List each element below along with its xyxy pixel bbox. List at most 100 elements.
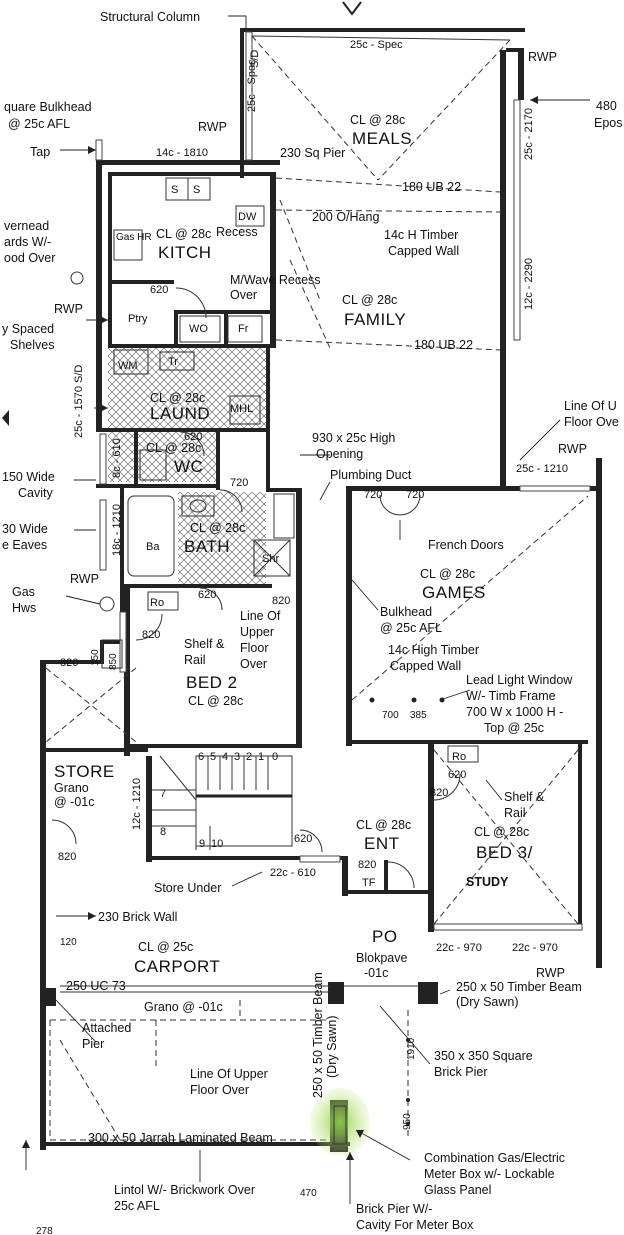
- note-overhead-1: vernead: [4, 219, 49, 233]
- dim-2290: 12c - 2290: [523, 258, 535, 310]
- note-bulkhead-1: quare Bulkhead: [4, 100, 92, 114]
- bed3-subname: STUDY: [466, 875, 509, 889]
- dim-620-kitchen: 620: [150, 284, 168, 296]
- dimension-labels: 25c - Spec 25c - Spec S/D 25c - 2170 12c…: [36, 39, 568, 1235]
- note-gas-hws-1: Gas: [12, 585, 35, 599]
- note-lead-light-4: Top @ 25c: [484, 721, 544, 735]
- store-floor: Grano: [54, 781, 89, 795]
- dim-820-upper: 820: [272, 595, 290, 607]
- games-ceiling: CL @ 28c: [420, 567, 475, 581]
- note-cavity-pier-2: Cavity For Meter Box: [356, 1218, 474, 1232]
- meter-box-highlight: [310, 1088, 370, 1156]
- note-line-upper-r1: Line Of U: [564, 399, 617, 413]
- note-mwave-2: Over: [230, 288, 257, 302]
- stair-8: 8: [160, 826, 166, 838]
- note-lead-light-3: 700 W x 1000 H -: [466, 705, 563, 719]
- annotations: Structural Column quare Bulkhead @ 25c A…: [2, 10, 623, 1232]
- dim-spec-top: 25c - Spec: [350, 39, 403, 51]
- robe-bed2: Ro: [150, 597, 164, 609]
- stair-0: 0: [272, 751, 278, 763]
- note-rwp-left: RWP: [54, 302, 83, 316]
- note-shelf-rail-b3-2: Rail: [504, 806, 526, 820]
- meals-ceiling: CL @ 28c: [350, 113, 405, 127]
- bed2-name: BED 2: [186, 673, 238, 692]
- note-epos-2: Epos: [594, 116, 623, 130]
- bath-tub: Ba: [146, 541, 160, 553]
- stair-2: 2: [246, 751, 252, 763]
- arrow-heads: [22, 96, 538, 1160]
- note-cavity-1: 150 Wide: [2, 470, 55, 484]
- note-brick-wall: 230 Brick Wall: [98, 910, 177, 924]
- note-jarrah-beam: 300 x 50 Jarrah Laminated Beam: [88, 1131, 273, 1145]
- games-name: GAMES: [422, 583, 486, 602]
- note-line-upper-r2: Floor Ove: [564, 415, 619, 429]
- carport-ceiling: CL @ 25c: [138, 940, 193, 954]
- dim-1210-left: 18c - 1210: [111, 504, 123, 556]
- kitchen-name: KITCH: [158, 243, 212, 262]
- note-opening-1: 930 x 25c High: [312, 431, 395, 445]
- dim-2170: 25c - 2170: [523, 108, 535, 160]
- note-line-upper-4: Over: [240, 657, 267, 671]
- stair-5: 5: [210, 751, 216, 763]
- laundry-tiles: [108, 347, 268, 429]
- section-marker-icon: [2, 410, 9, 426]
- store-floor-level: @ -01c: [54, 795, 94, 809]
- note-o-hang: 200 O/Hang: [312, 210, 379, 224]
- laundry-name: LAUND: [150, 404, 210, 423]
- meals-ceiling-lines: [251, 35, 511, 351]
- fixture-outlines: [70, 177, 479, 763]
- note-rwp-left2: RWP: [70, 572, 99, 586]
- note-timber-beam-1: 250 x 50 Timber Beam: [456, 980, 582, 994]
- stair-10: 10: [211, 838, 223, 850]
- porch-floor-level: -01c: [364, 966, 388, 980]
- bath-ceiling: CL @ 28c: [190, 521, 245, 535]
- note-cavity-2: Cavity: [18, 486, 53, 500]
- note-shelf-rail-b3-1: Shelf &: [504, 790, 545, 804]
- laundry-ceiling: CL @ 28c: [150, 391, 205, 405]
- dim-385: 385: [410, 710, 427, 721]
- dim-820-left: 820: [60, 657, 78, 669]
- sink-1: S: [171, 184, 178, 196]
- tf: TF: [362, 877, 376, 889]
- note-timber-beam-v1: 250 x 50 Timber Beam: [311, 972, 325, 1098]
- note-line-upper-1: Line Of: [240, 609, 281, 623]
- dim-150: 150: [90, 649, 101, 666]
- windows: [95, 31, 591, 931]
- family-name: FAMILY: [344, 310, 406, 329]
- wc-name: WC: [174, 457, 203, 476]
- dim-820-store: 820: [58, 851, 76, 863]
- meals-name: MEALS: [352, 129, 412, 148]
- note-overhead-3: ood Over: [4, 251, 55, 265]
- note-epos-1: 480: [596, 99, 617, 113]
- stair-1: 1: [258, 751, 264, 763]
- note-lead-light-1: Lead Light Window: [466, 673, 573, 687]
- door-swings: [51, 287, 461, 889]
- dim-950: 950: [402, 1113, 413, 1130]
- note-bulkhead-2: @ 25c AFL: [8, 117, 70, 131]
- carport-floor: Grano @ -01c: [144, 1000, 223, 1014]
- note-uc-73: 250 UC 73: [66, 979, 126, 993]
- meter-box: [333, 1105, 347, 1145]
- note-timber-capped-1: 14c H Timber: [384, 228, 458, 242]
- note-shelves-2: Shelves: [10, 338, 54, 352]
- note-meter-box-2: Meter Box w/- Lockable: [424, 1167, 555, 1181]
- dim-1570: 25c - 1570 S/D: [73, 365, 85, 438]
- note-line-upper-cp2: Floor Over: [190, 1083, 249, 1097]
- games-ceiling-lines: [45, 495, 589, 1141]
- note-shelf-rail-2: Rail: [184, 653, 206, 667]
- north-arrow-icon: [342, 1, 362, 16]
- note-ub-180-b: 180 UB 22: [414, 338, 473, 352]
- note-shelves-1: y Spaced: [2, 322, 54, 336]
- store-name: STORE: [54, 762, 115, 781]
- kitchen-ceiling: CL @ 28c: [156, 227, 211, 241]
- note-brick-pier-1: 350 x 350 Square: [434, 1049, 533, 1063]
- dim-820-bed3: 820: [430, 787, 448, 799]
- shower: Shr: [262, 553, 279, 565]
- note-plumbing-duct: Plumbing Duct: [330, 468, 412, 482]
- dim-970-a: 22c - 970: [436, 942, 482, 954]
- dim-610-stair: 22c - 610: [270, 867, 316, 879]
- note-lintol-2: 25c AFL: [114, 1199, 160, 1213]
- mhl: MHL: [230, 403, 253, 415]
- dim-620-wc: 620: [184, 431, 202, 443]
- gas-hr: Gas HR: [116, 232, 152, 243]
